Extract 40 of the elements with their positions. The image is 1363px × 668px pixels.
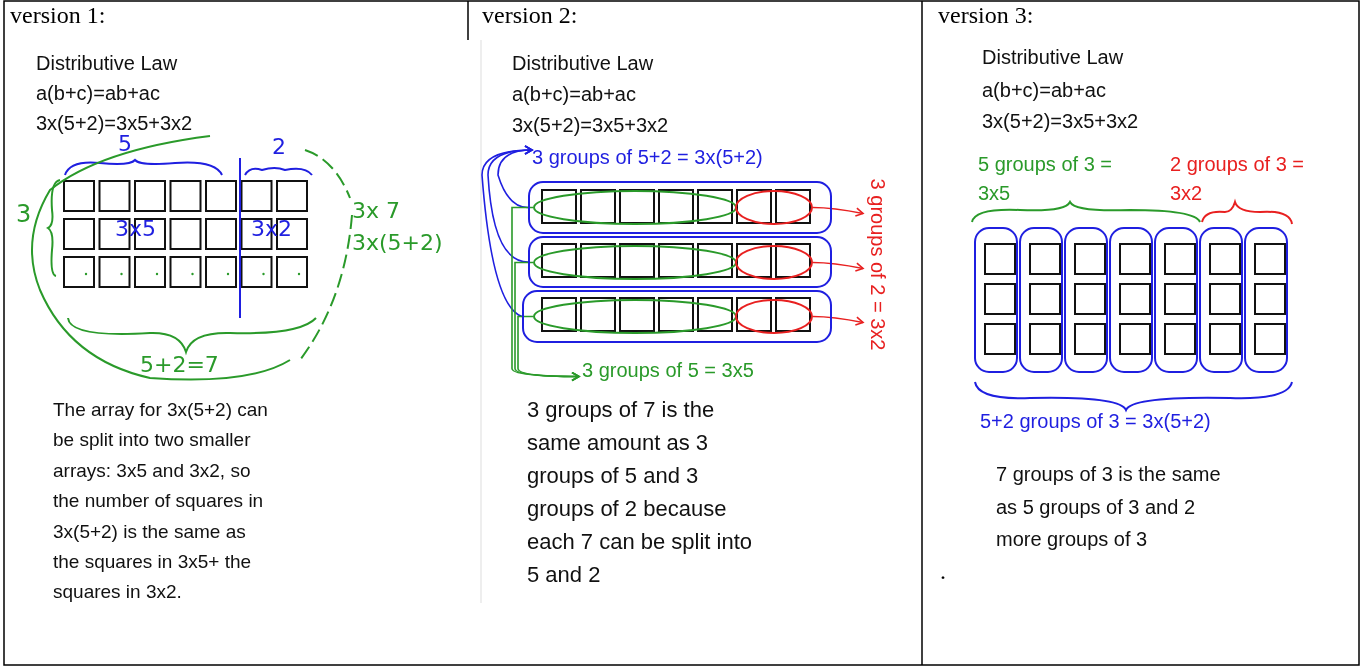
group-ellipse (533, 190, 737, 225)
group-label: 5 groups of 3 = 3x5 (978, 152, 1113, 206)
row-outline (528, 236, 832, 288)
group-ellipse (735, 245, 813, 280)
explanation-text: The array for 3x(5+2) can be split into two smaller arrays: 3x5 and 3x2, so the number of squares in 3x(5+2) is the same as the squares in 3x5+ the squares in 3x2. (53, 398, 269, 605)
law-title: Distributive Law (982, 46, 1124, 69)
handwritten-note: 3x(5+2) (352, 230, 443, 255)
formula: a(b+c)=ab+ac (512, 83, 636, 106)
brace-label: 3 (16, 200, 32, 228)
formula: a(b+c)=ab+ac (36, 82, 160, 105)
group-label: 5+2 groups of 3 = 3x(5+2) (980, 410, 1211, 433)
formula: 3x(5+2)=3x5+3x2 (982, 110, 1139, 133)
formula: 3x(5+2)=3x5+3x2 (512, 114, 669, 137)
explanation-text: 7 groups of 3 is the same as 5 groups of 3 and 2 more groups of 3 (996, 462, 1221, 552)
group-label: 2 groups of 3 = 3x2 (1170, 152, 1305, 206)
group-ellipse (533, 299, 737, 334)
group-label: 3 groups of 5 = 3x5 (582, 359, 754, 382)
formula: a(b+c)=ab+ac (982, 79, 1106, 102)
handwritten-note: 3x 7 (352, 198, 400, 223)
group-ellipse (735, 299, 813, 334)
law-title: Distributive Law (512, 52, 654, 75)
brace-label: 5+2=7 (140, 352, 219, 377)
explanation-text: 3 groups of 7 is the same amount as 3 groups of 5 and 3 groups of 2 because each 7 can be split into 5 and 2 (527, 396, 754, 589)
column-heading: version 2: (482, 2, 578, 29)
column-heading: version 3: (938, 2, 1034, 29)
arrow (812, 206, 864, 217)
arrow (812, 261, 864, 272)
law-title: Distributive Law (36, 52, 178, 75)
group-ellipse (735, 190, 813, 225)
period-mark: . (940, 558, 946, 585)
vertical-group-label: 3 groups of 2 = 3x2 (865, 144, 889, 385)
column-heading: version 1: (10, 2, 106, 29)
row-outline (528, 181, 832, 234)
group-label: 3 groups of 5+2 = 3x(5+2) (532, 146, 763, 169)
arrow (517, 315, 580, 382)
brace-label: 2 (272, 134, 286, 159)
arrow (812, 315, 864, 326)
group-ellipse (533, 245, 737, 280)
row-outline (522, 290, 832, 343)
arrow (481, 145, 533, 318)
